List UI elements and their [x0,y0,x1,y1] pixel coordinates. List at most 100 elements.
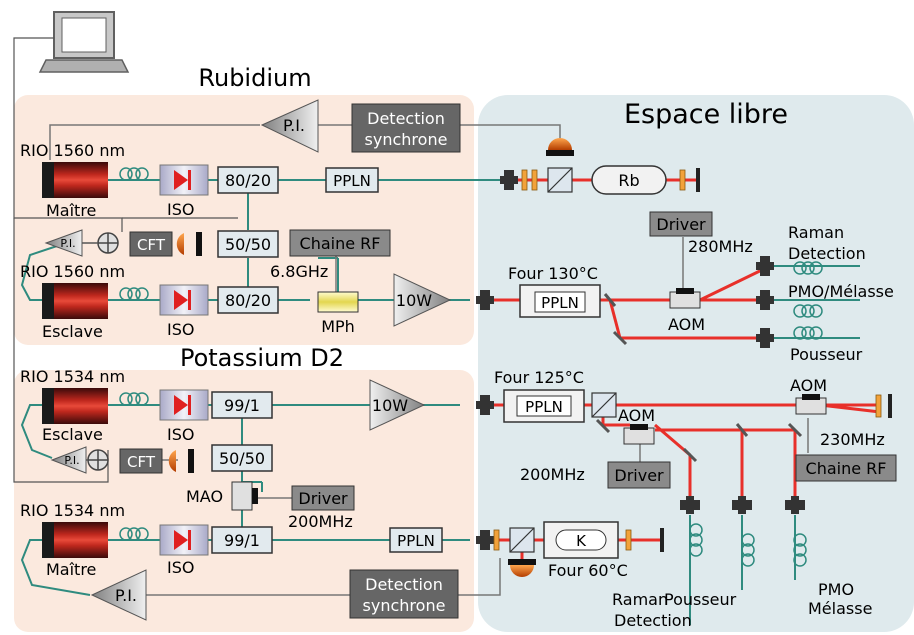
oven-125-label: Four 125°C [494,368,584,387]
pi-label-rb: P.I. [283,116,305,135]
isolator-icon [159,164,209,556]
pi-small-label-rb: P.I. [60,237,75,250]
label-230mhz: 230MHz [820,430,885,449]
laser-k-slave-name: RIO 1534 nm [20,367,125,386]
rb-cell: Rb [591,165,667,195]
cft-label-rb: CFT [137,236,166,254]
oven-130-ppln: PPLN [541,294,579,312]
oven-130-label: Four 130°C [508,264,598,283]
pi-triangle-k: P.I. [90,569,147,621]
laser-k-slave: RIO 1534 nm Esclave [20,367,125,444]
iso-label-2: ISO [167,320,194,339]
detection-line1-rb: Detection [367,109,445,128]
pi-small-label-k: P.I. [64,454,79,467]
oven-60-label: Four 60°C [548,561,628,580]
coupler-5050-1: 50/50 [225,235,271,254]
waveplate-icon [493,169,882,551]
aom-label-1: AOM [668,315,705,334]
oven-125: PPLN Four 125°C [494,368,585,423]
photodiode-icon [168,138,574,577]
driver-label-rb: Driver [656,215,706,234]
out-detection-k: Detection [614,611,692,630]
laser-rb-slave-name: RIO 1560 nm [20,262,125,281]
chaine-rf-label-rb: Chaine RF [300,234,381,253]
label-200mhz-mao: 200MHz [288,512,353,531]
detection-line2-rb: synchrone [365,130,448,149]
laser-k-slave-role: Esclave [42,425,103,444]
out-pousseur-k: Pousseur [664,590,737,609]
out-pmo-k: PMO [818,580,854,599]
laser-k-master-role: Maître [46,560,96,579]
k-cell-label: K [576,532,587,550]
oven-130: PPLN Four 130°C [508,264,601,318]
cft-boxes [119,231,173,474]
amp-label-k: 10W [372,396,408,415]
out-pmo-melasse: PMO/Mélasse [788,282,894,301]
aom-label-2: AOM [790,376,827,395]
oven-60: K Four 60°C [543,521,628,580]
amplifier-rb: 10W [393,273,452,327]
amp-label-rb: 10W [396,291,432,310]
rf-boxes [289,211,897,511]
iso-label-1: ISO [167,200,194,219]
out-pousseur-rb: Pousseur [790,345,863,364]
driver-label-mao: Driver [298,489,348,508]
laser-rb-master-name: RIO 1560 nm [20,141,125,160]
espace-libre-title: Espace libre [624,99,788,130]
mph-label: MPh [321,317,355,336]
laser-k-master: RIO 1534 nm Maître [20,501,125,579]
laser-k-master-name: RIO 1534 nm [20,501,125,520]
mixer-icon [87,232,119,471]
iso-label-3: ISO [167,425,194,444]
out-raman-k: Raman [612,590,668,609]
pi-label-k: P.I. [115,586,137,605]
label-6.8ghz: 6.8GHz [270,262,328,281]
ppln-label-rb: PPLN [333,172,371,190]
mao-modulator: MAO [186,481,258,511]
coupler-5050-2: 50/50 [219,449,265,468]
detection-line1-k: Detection [365,575,443,594]
out-melasse-k: Mélasse [808,599,872,618]
laser-rb-slave-role: Esclave [42,322,103,341]
rubidium-region [14,95,474,345]
chaine-rf-label-k: Chaine RF [806,459,887,478]
fiber-coil-icon [119,167,823,567]
detection-box-k: Detection synchrone [349,569,459,619]
coupler-boxes [211,166,279,554]
beam-mirror-icon [595,293,803,463]
coupler-991-1: 99/1 [224,396,260,415]
collimator-icon [476,170,805,550]
mao-label: MAO [186,487,223,506]
free-space-region [478,95,914,632]
ppln-label-k: PPLN [397,532,435,550]
laser-rb-master: RIO 1560 nm Maître [20,141,125,220]
detection-box-rb: Detection synchrone [351,103,461,153]
mirror-icon [660,168,892,552]
computer-wiring [13,37,238,483]
beamsplitter-icon [509,167,617,553]
label-200mhz-k: 200MHz [520,465,585,484]
oven-125-ppln: PPLN [525,398,563,416]
laser-rb-slave: RIO 1560 nm Esclave [20,262,125,341]
driver-label-k: Driver [614,466,664,485]
aom-label-3: AOM [618,406,655,425]
potassium-title: Potassium D2 [180,344,344,372]
computer-icon [38,11,130,73]
out-detection-rb: Detection [788,244,866,263]
out-raman-rb: Raman [788,223,844,242]
coupler-8020-1: 80/20 [225,171,271,190]
pi-triangle-rb: P.I. [260,99,319,153]
laser-rb-master-role: Maître [46,201,96,220]
coupler-8020-2: 80/20 [225,291,271,310]
iso-label-4: ISO [167,558,194,577]
ppln-fiber-boxes [325,167,443,553]
amplifier-k: 10W [369,379,426,431]
label-280mhz: 280MHz [688,237,753,256]
rubidium-title: Rubidium [198,64,311,92]
phase-modulator: MPh [317,291,359,336]
aom-icon [623,288,827,445]
detection-line2-k: synchrone [363,596,446,615]
coupler-991-2: 99/1 [224,531,260,550]
rb-cell-label: Rb [618,171,639,190]
cft-label-k: CFT [127,453,156,471]
